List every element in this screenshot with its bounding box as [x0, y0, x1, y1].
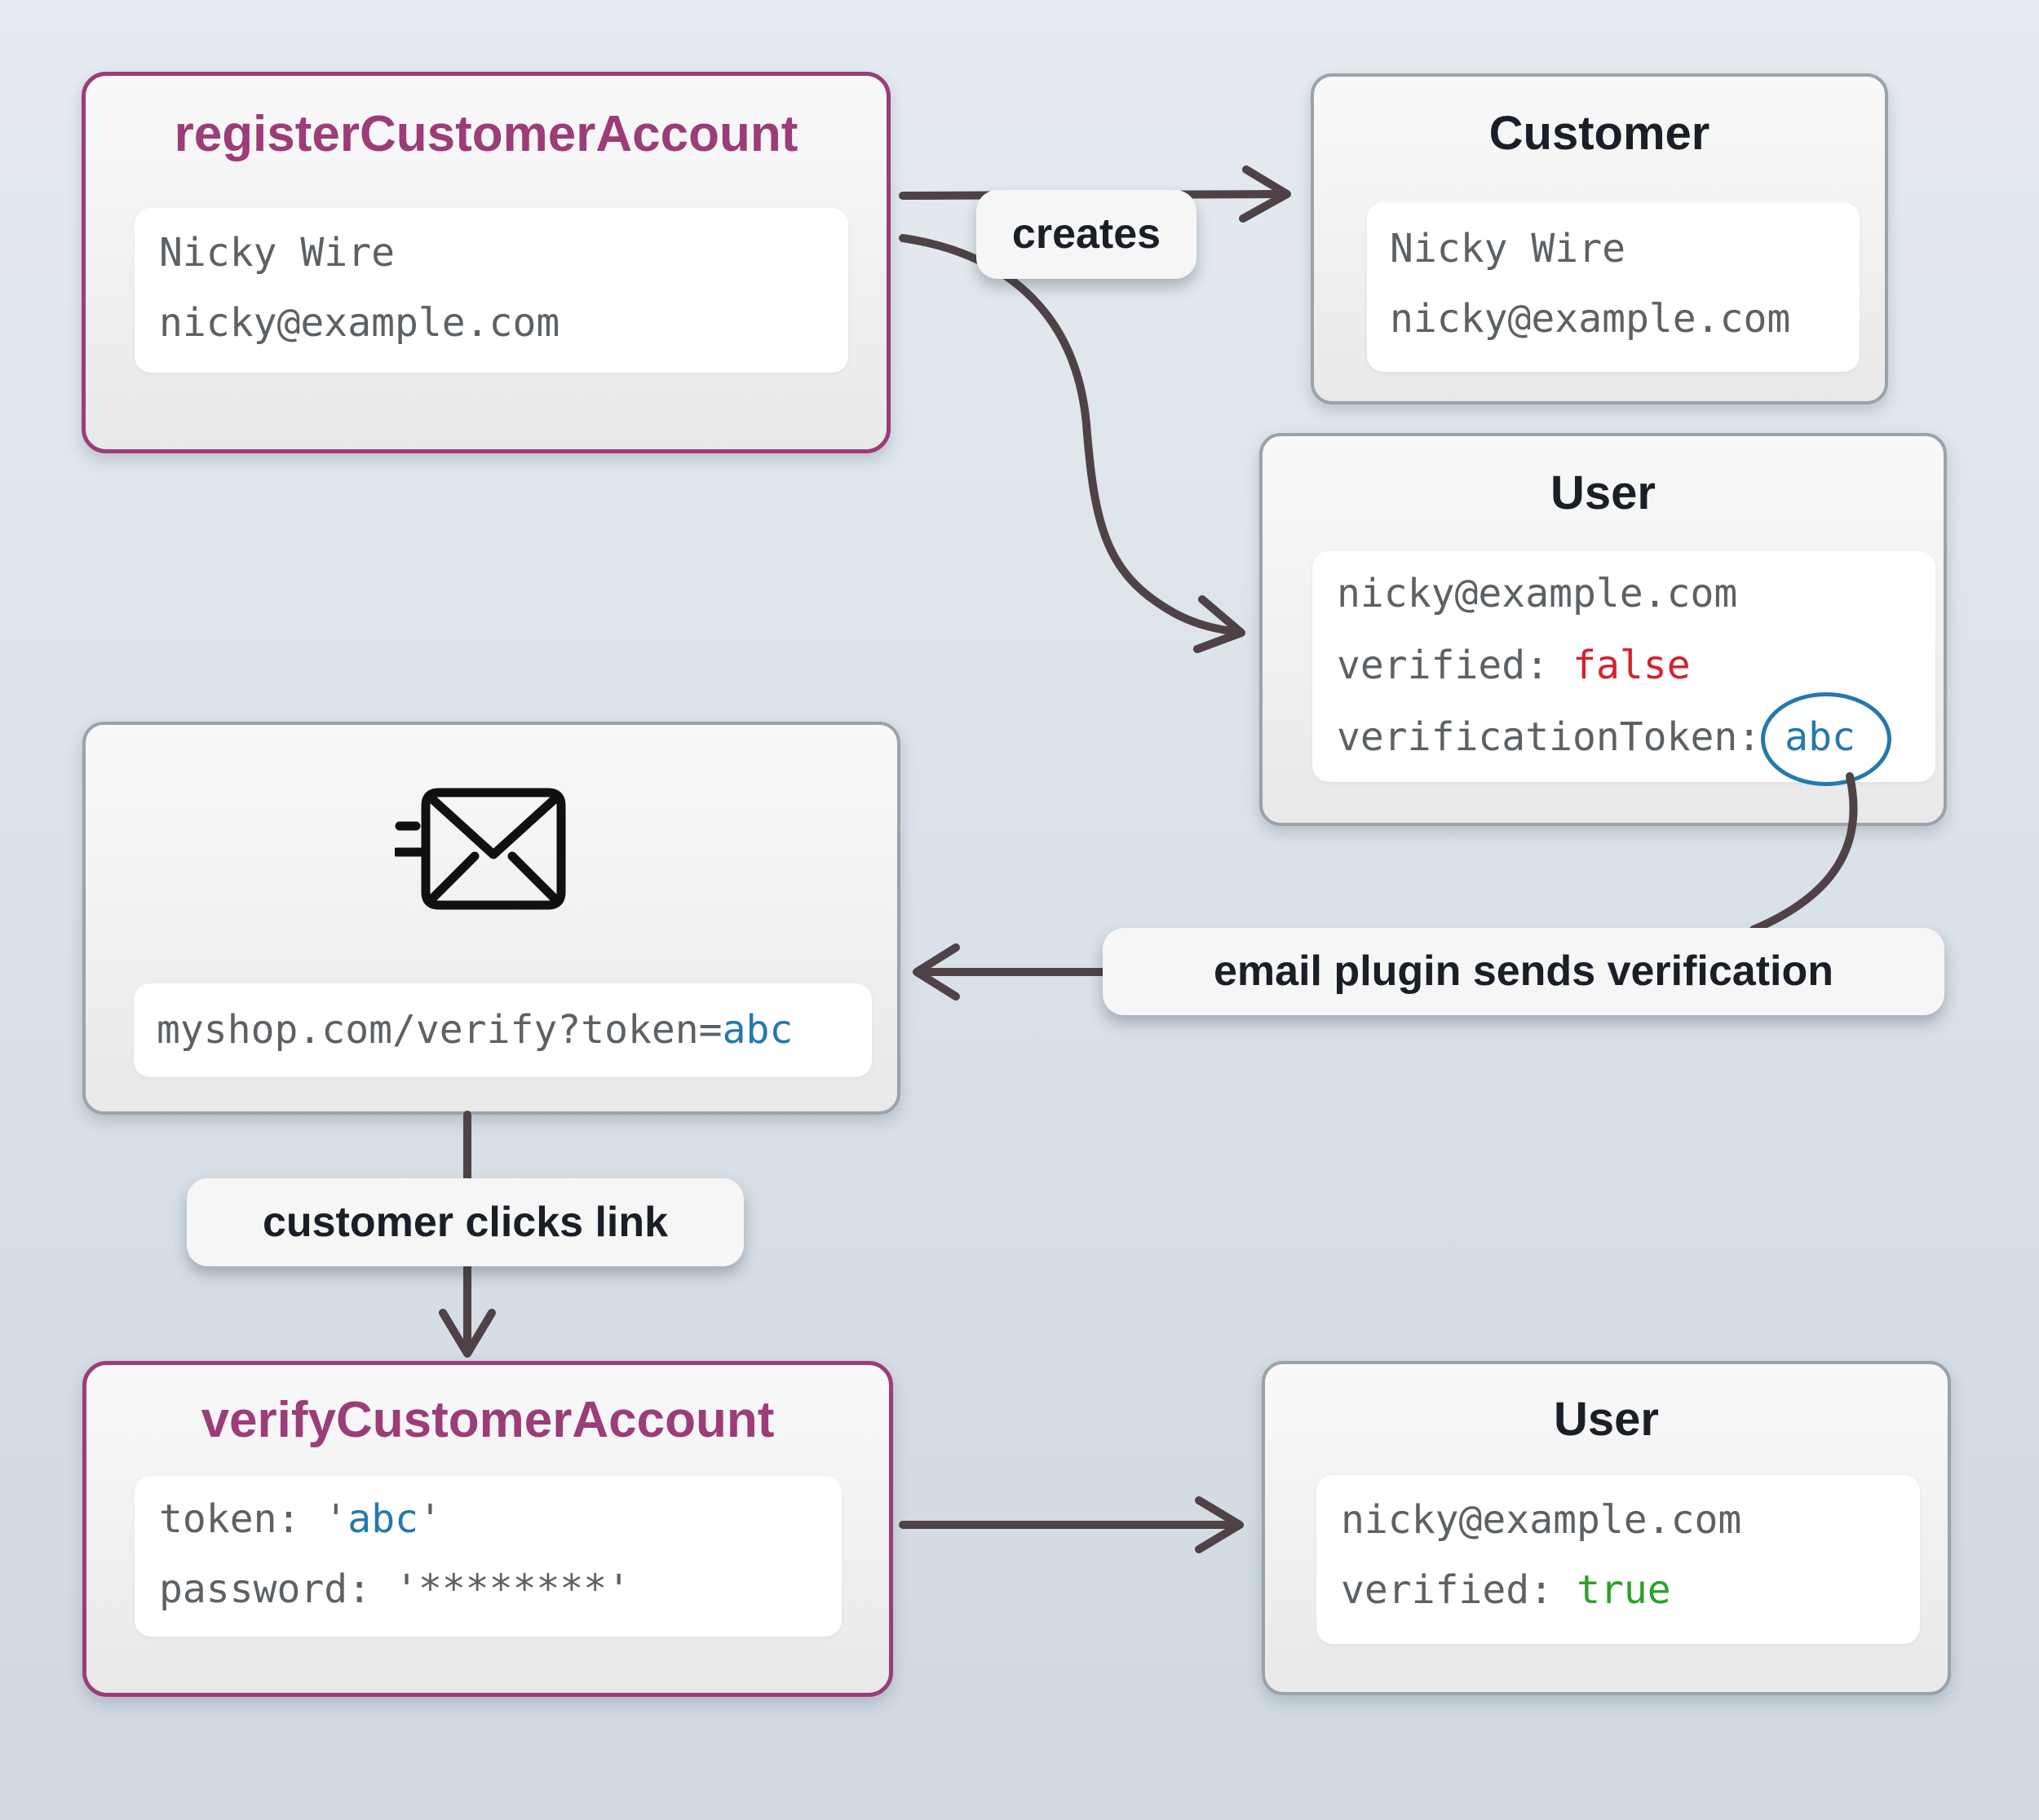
node-user-verified: User nicky@example.com verified: true [1262, 1361, 1951, 1695]
password-label: password: [159, 1566, 372, 1612]
verified-label: verified: [1341, 1567, 1554, 1613]
user-unverified-verified-line: verified: false [1337, 629, 1935, 701]
customer-email: nicky@example.com [1390, 296, 1791, 342]
url-token-value: abc [722, 1007, 794, 1053]
password-open-quote: ' [395, 1566, 418, 1612]
node-user-unverified: User nicky@example.com verified: false ve… [1259, 433, 1947, 826]
node-register-title: registerCustomerAccount [174, 106, 798, 162]
customer-name: Nicky Wire [1390, 226, 1625, 272]
verification-url: myshop.com/verify?token=abc [134, 983, 872, 1077]
password-value: ******** [418, 1566, 608, 1612]
node-register-payload: Nicky Wire nicky@example.com [135, 208, 848, 373]
verify-password-line: password: '********' [159, 1554, 842, 1624]
connector-token-to-label [1749, 772, 1858, 934]
node-verify-customer-account: verifyCustomerAccount token:'abc' passwo… [82, 1361, 893, 1697]
user-unverified-email: nicky@example.com [1337, 571, 1738, 616]
verified-label: verified: [1337, 643, 1550, 688]
node-user-verified-payload: nicky@example.com verified: true [1316, 1475, 1920, 1644]
register-name: Nicky Wire [159, 230, 395, 276]
node-customer-payload: Nicky Wire nicky@example.com [1367, 202, 1860, 372]
node-verify-payload: token:'abc' password:'********' [135, 1476, 842, 1637]
node-verify-title: verifyCustomerAccount [201, 1392, 775, 1448]
arrow-register-to-user-head [1193, 595, 1245, 653]
node-register-customer-account: registerCustomerAccount Nicky Wire nicky… [82, 72, 891, 453]
token-highlight-circle [1761, 692, 1891, 786]
node-email-message: myshop.com/verify?token=abc [82, 722, 900, 1115]
mail-send-icon [395, 788, 566, 910]
password-close-quote: ' [607, 1566, 631, 1612]
token-value: abc [347, 1496, 418, 1542]
verified-value-false: false [1572, 643, 1691, 688]
arrow-label-to-email-head [913, 943, 960, 1001]
register-email: nicky@example.com [159, 300, 560, 346]
arrow-register-to-user [899, 234, 1236, 635]
verify-token-line: token: 'abc' [159, 1484, 842, 1554]
url-prefix: myshop.com/verify?token= [157, 1007, 723, 1053]
edge-label-creates: creates [976, 190, 1196, 279]
open-quote: ' [324, 1496, 348, 1542]
arrow-email-to-verify-head [439, 1309, 496, 1358]
arrow-register-to-customer-head [1239, 166, 1291, 223]
edge-label-email-plugin: email plugin sends verification [1103, 928, 1944, 1015]
verified-value-true: true [1577, 1567, 1671, 1613]
edge-label-customer-clicks: customer clicks link [187, 1178, 744, 1266]
node-customer-title: Customer [1488, 107, 1710, 160]
node-user-unverified-title: User [1550, 466, 1656, 519]
verification-token-label: verificationToken: [1337, 714, 1762, 760]
close-quote: ' [418, 1496, 442, 1542]
user-verified-verified-line: verified: true [1341, 1555, 1920, 1625]
user-verified-email: nicky@example.com [1341, 1497, 1742, 1543]
token-label: token: [159, 1496, 301, 1542]
node-user-unverified-payload: nicky@example.com verified: false verific… [1312, 551, 1935, 782]
arrow-verify-to-user-head [1195, 1496, 1244, 1553]
node-user-verified-title: User [1554, 1393, 1659, 1446]
node-customer: Customer Nicky Wire nicky@example.com [1311, 73, 1888, 404]
